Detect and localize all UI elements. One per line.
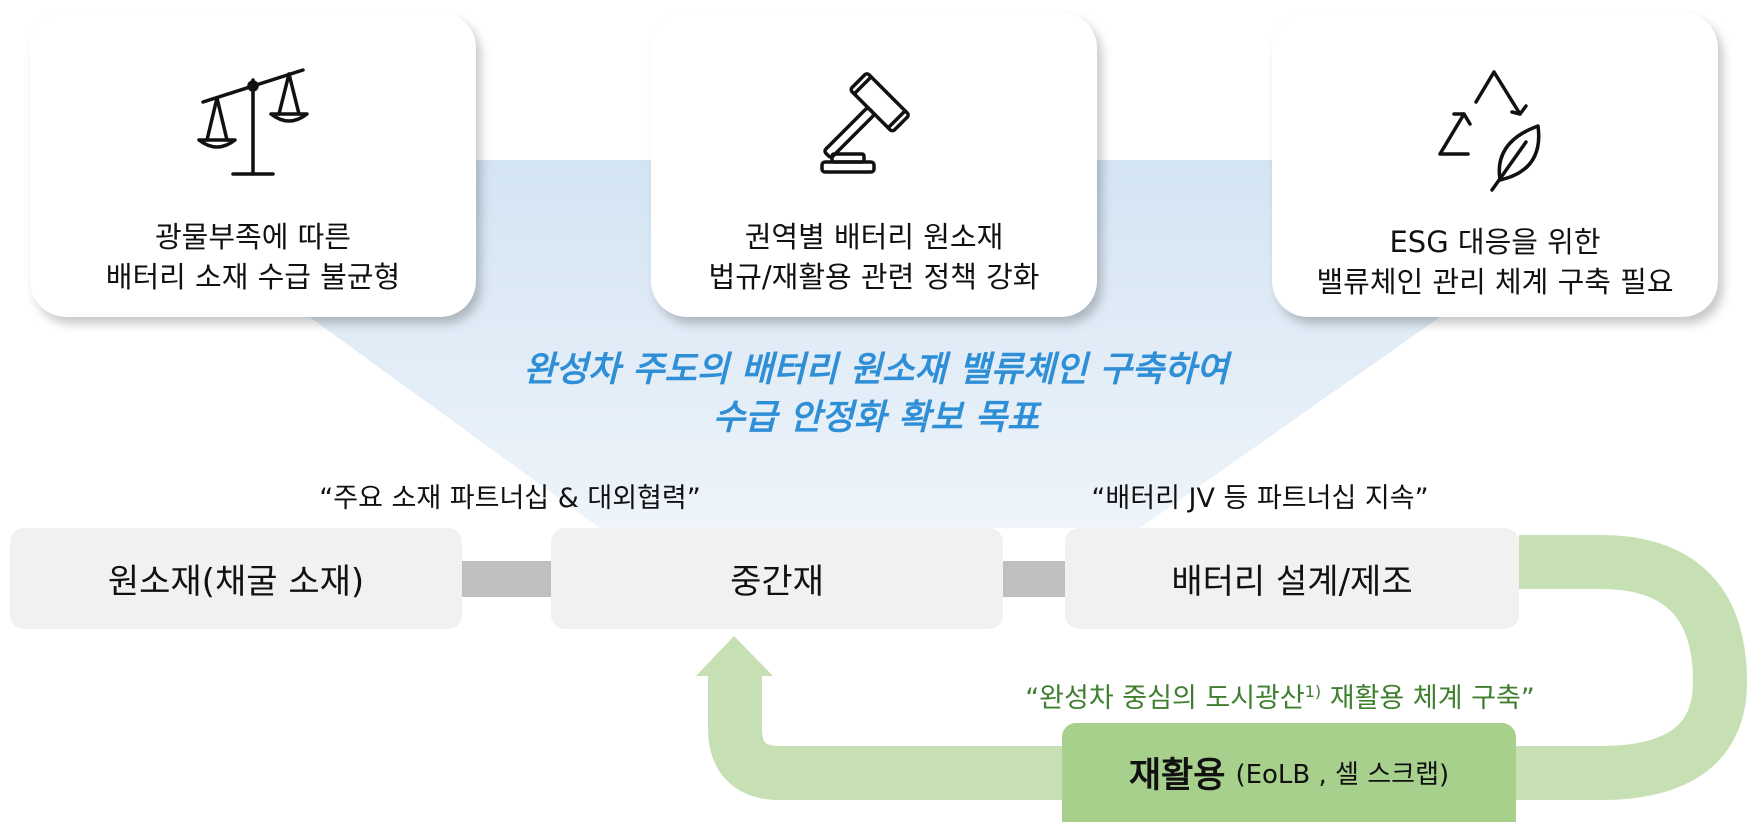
recycling-quote-text: “완성차 중심의 도시광산 (1025, 683, 1305, 714)
stage-connector (1003, 561, 1065, 597)
stage-label: 원소재(채굴 소재) (107, 562, 365, 602)
footnote-marker: 1) (1304, 682, 1322, 701)
goal-statement: 완성차 주도의 배터리 원소재 밸류체인 구축하여 수급 안정화 확보 목표 (376, 346, 1376, 442)
recycle-leaf-icon (1438, 70, 1541, 192)
goal-line: 수급 안정화 확보 목표 (712, 398, 1040, 438)
recycling-title: 재활용 (1128, 756, 1226, 796)
card-text-line: 법규/재활용 관련 정책 강화 (708, 260, 1040, 294)
stage-raw-material: 원소재(채굴 소재) (10, 528, 462, 629)
stage-label: 배터리 설계/제조 (1171, 562, 1413, 602)
recycling-quote-text: 재활용 체계 구축” (1321, 683, 1535, 714)
stage-recycling: 재활용 (EoLB , 셀 스크랩) (1062, 723, 1516, 822)
recycle-arrowhead (696, 636, 773, 676)
stage-intermediate: 중간재 (551, 528, 1003, 629)
card-text-line: 광물부족에 따른 (155, 220, 351, 254)
gavel-icon (820, 72, 910, 174)
partnership-quote-right: “배터리 JV 등 파트너십 지속” (1091, 483, 1429, 514)
card-text-line: 권역별 배터리 원소재 (744, 220, 1004, 254)
recycle-flow-arrow (1516, 535, 1747, 800)
recycling-quote: “완성차 중심의 도시광산1) 재활용 체계 구축” (960, 676, 1600, 715)
issue-card-mineral-shortage: 광물부족에 따른 배터리 소재 수급 불균형 (30, 12, 476, 317)
issue-card-regulation: 권역별 배터리 원소재 법규/재활용 관련 정책 강화 (651, 12, 1097, 317)
card-text-line: ESG 대응을 위한 (1389, 225, 1601, 259)
card-text-line: 밸류체인 관리 체계 구축 필요 (1316, 265, 1674, 299)
partnership-quote-left: “주요 소재 파트너십 & 대외협력” (319, 483, 701, 514)
recycle-flow-arrow-return (708, 668, 1062, 800)
scales-icon (197, 68, 309, 176)
stage-battery-manufacturing: 배터리 설계/제조 (1065, 528, 1519, 629)
card-text-line: 배터리 소재 수급 불균형 (105, 260, 401, 294)
goal-line: 완성차 주도의 배터리 원소재 밸류체인 구축하여 (523, 350, 1229, 390)
recycling-subtitle: (EoLB , 셀 스크랩) (1235, 760, 1450, 790)
funnel-shape (300, 160, 1450, 528)
stage-connector (462, 561, 551, 597)
issue-card-esg: ESG 대응을 위한 밸류체인 관리 체계 구축 필요 (1272, 12, 1718, 317)
stage-label: 중간재 (730, 562, 824, 602)
